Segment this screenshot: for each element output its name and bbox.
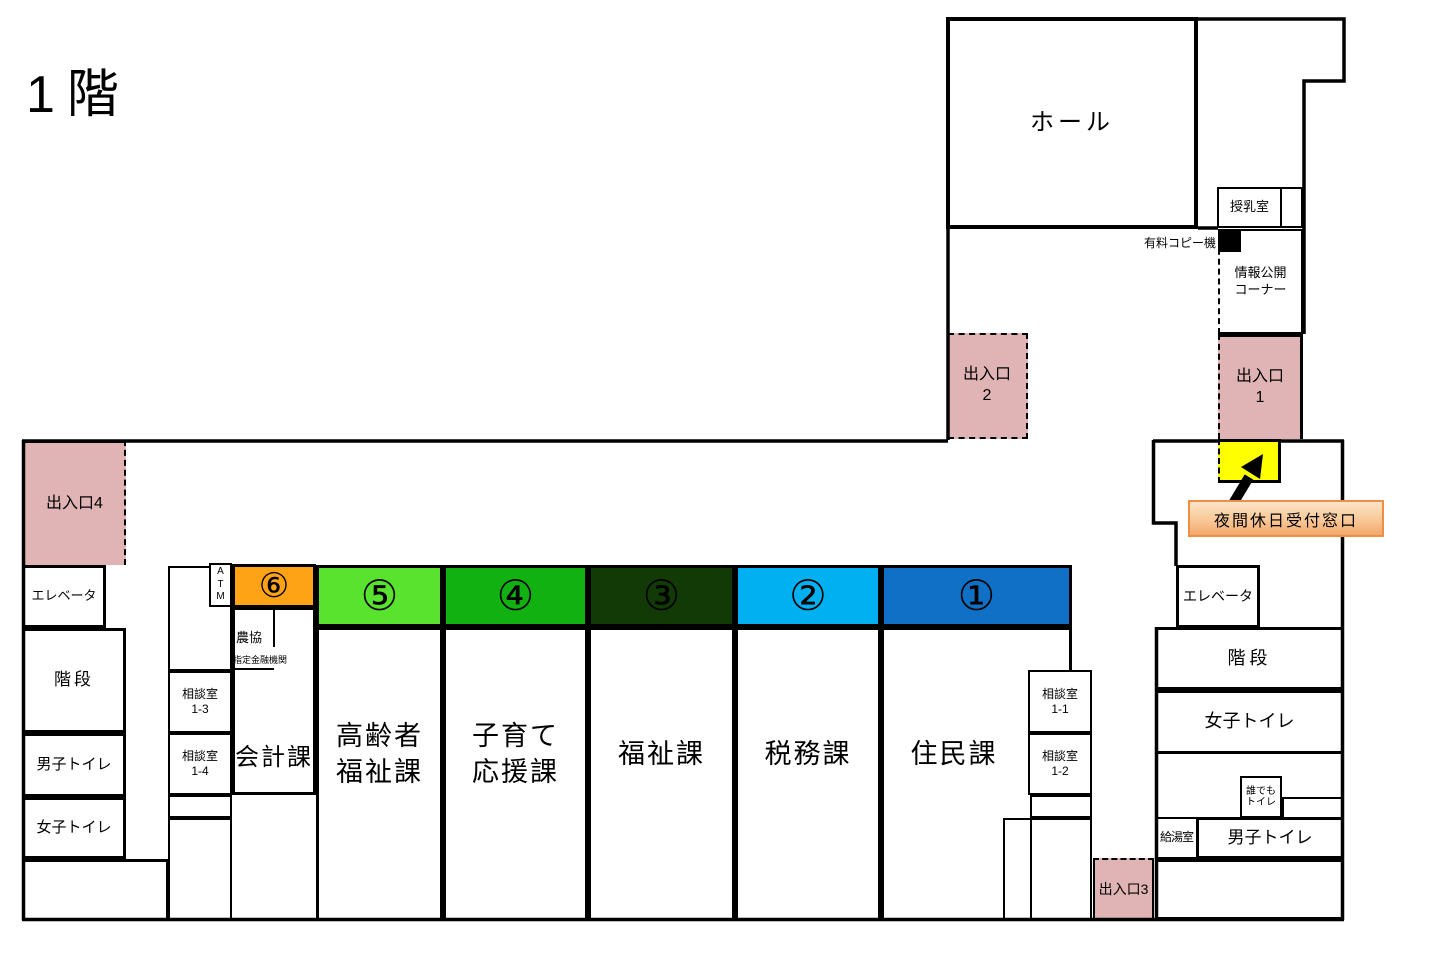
dept-elderly-line1: 高齢者 (336, 720, 423, 751)
entrance-2: 出入口 2 (948, 333, 1028, 439)
entrance-1-label: 出入口 (1235, 368, 1284, 386)
dept-childcare-line1: 子育て (472, 720, 559, 751)
room-nursing-label: 授乳室 (1229, 199, 1269, 215)
room-womens-toilet-right: 女子トイレ (1155, 690, 1344, 754)
room-stairs-right-label: 階段 (1227, 647, 1272, 668)
entrance-3: 出入口3 (1093, 858, 1154, 920)
dept-number-3: ③ (642, 572, 681, 619)
room-hall-label: ホール (1030, 109, 1114, 137)
dept-header-2: ② (735, 565, 881, 627)
room-kitchenette-label: 給湯室 (1159, 830, 1194, 845)
paid-copy-label: 有料コピー機 (1143, 236, 1216, 250)
dept-elderly-line2: 福祉課 (336, 757, 423, 787)
dept-residents-label: 住民課 (910, 738, 998, 769)
room-elevator-right-label: エレベータ (1183, 588, 1253, 605)
room-elevator-left-label: エレベータ (31, 588, 97, 604)
dept-childcare-line2: 応援課 (472, 757, 559, 787)
room-bottom-left (22, 859, 169, 921)
consult-1-2-number: 1-2 (1051, 764, 1069, 778)
info-corner-line1: 情報公開 (1234, 264, 1287, 280)
dept-accounting-label: 会計課 (235, 743, 313, 771)
entrance-2-label: 出入口 (962, 366, 1011, 384)
room-narrow-cell-left (1003, 818, 1032, 921)
room-elevator-right: エレベータ (1176, 565, 1260, 628)
room-consult-column-bottom (168, 818, 232, 921)
entrance-4: 出入口4 (22, 440, 126, 565)
room-mens-toilet-right-label: 男子トイレ (1227, 827, 1313, 847)
night-reception-label: 夜間休日受付窓口 (1213, 512, 1358, 530)
room-hall: ホール (946, 17, 1198, 229)
room-mens-toilet-left-label: 男子トイレ (36, 756, 112, 774)
room-consult-right-gap (1030, 795, 1092, 818)
accessible-toilet-line2: トイレ (1246, 797, 1276, 808)
room-stairs-right: 階段 (1155, 627, 1344, 690)
dept-header-3: ③ (588, 565, 735, 627)
room-nursing-side-cell (1280, 187, 1303, 228)
room-nursing: 授乳室 (1217, 187, 1282, 228)
entrance-2-number: 2 (982, 387, 992, 404)
atm-letter-m: M (216, 591, 225, 603)
atm-letter-a: A (217, 566, 224, 578)
room-consult-1-3: 相談室 1-3 (168, 671, 232, 733)
entrance-4-label: 出入口4 (46, 494, 103, 512)
atm-letter-t: T (217, 578, 224, 590)
room-mens-toilet-left: 男子トイレ (22, 733, 126, 797)
room-consult-column-gap (168, 795, 232, 818)
dept-number-6: ⑥ (258, 567, 290, 605)
room-kitchenette: 給湯室 (1155, 817, 1198, 859)
paid-copy-machine-icon (1218, 229, 1241, 252)
dept-header-6: ⑥ (232, 564, 316, 608)
room-stairs-left: 階段 (22, 628, 126, 733)
dept-tax-label: 税務課 (764, 738, 852, 769)
room-womens-toilet-right-label: 女子トイレ (1204, 711, 1295, 732)
consult-1-3-number: 1-3 (191, 702, 209, 716)
consult-1-4-number: 1-4 (191, 764, 209, 778)
dept-number-2: ② (789, 572, 827, 619)
dept-header-4: ④ (443, 565, 588, 627)
room-narrow-cell-right (1030, 818, 1092, 921)
room-dept-elderly-welfare: 高齢者 福祉課 (316, 627, 443, 921)
page-title: 1階 (26, 66, 131, 124)
night-reception-window (1218, 439, 1281, 483)
dept-header-1: ① (881, 565, 1072, 627)
consult-1-3-label: 相談室 (181, 687, 218, 701)
room-womens-toilet-left: 女子トイレ (22, 797, 126, 859)
bank-designated-label: 指定金融機関 (233, 655, 288, 665)
room-dept-tax: 税務課 (735, 627, 881, 921)
consult-1-1-label: 相談室 (1041, 686, 1078, 701)
accessible-toilet-line1: 誰でも (1246, 785, 1276, 797)
consult-1-4-label: 相談室 (181, 749, 218, 763)
room-consult-1-2: 相談室 1-2 (1028, 733, 1092, 795)
room-stairs-left-label: 階段 (54, 670, 94, 690)
consult-1-1-number: 1-1 (1051, 701, 1069, 716)
dept-number-1: ① (957, 572, 996, 619)
room-consult-1-1: 相談室 1-1 (1028, 670, 1092, 733)
room-consult-1-4: 相談室 1-4 (168, 733, 232, 795)
room-bottom-right (1155, 859, 1344, 920)
room-womens-toilet-left-label: 女子トイレ (36, 819, 112, 837)
dept-welfare-label: 福祉課 (618, 738, 705, 769)
dept-number-5: ⑤ (360, 572, 399, 619)
room-dept-welfare: 福祉課 (588, 627, 735, 921)
entrance-3-label: 出入口3 (1098, 880, 1149, 897)
bank-nokyo-label: 農協 (236, 630, 263, 645)
dept-number-4: ④ (496, 572, 535, 619)
info-corner-line2: コーナー (1234, 281, 1287, 297)
dept-header-5: ⑤ (316, 565, 443, 627)
night-reception-callout: 夜間休日受付窓口 (1188, 500, 1384, 537)
room-elevator-left: エレベータ (22, 565, 106, 628)
consult-1-2-label: 相談室 (1041, 749, 1078, 763)
atm-booth: A T M (209, 563, 232, 607)
room-accessible-toilet: 誰でも トイレ (1240, 776, 1282, 818)
room-dept-childcare: 子育て 応援課 (443, 627, 588, 921)
entrance-1: 出入口 1 (1218, 334, 1303, 439)
room-mens-toilet-right: 男子トイレ (1196, 817, 1344, 859)
entrance-1-number: 1 (1255, 389, 1265, 406)
